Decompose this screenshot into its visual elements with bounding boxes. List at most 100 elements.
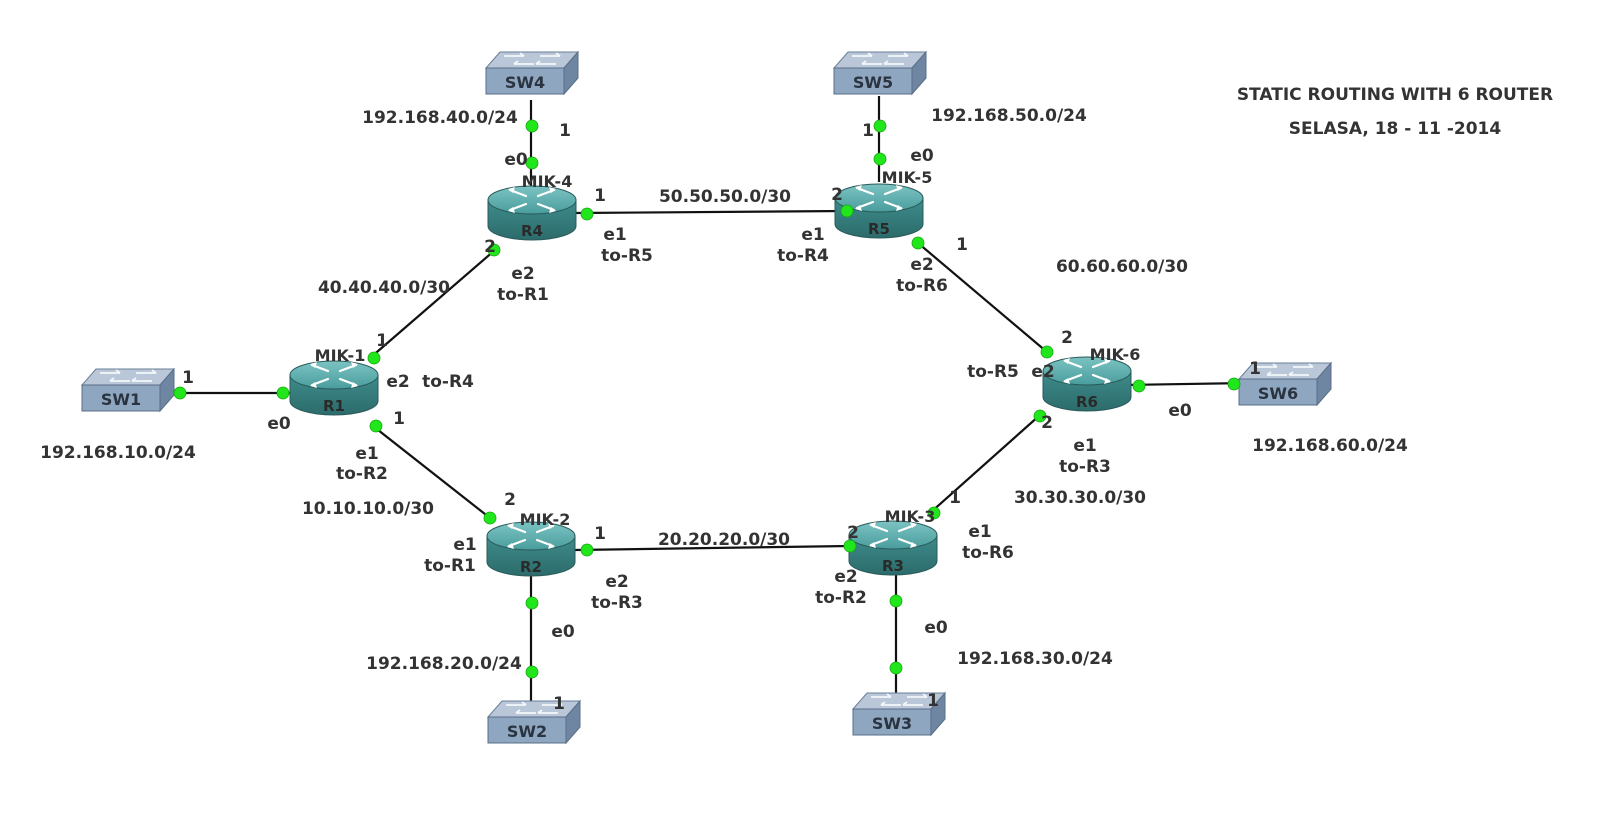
switch-sw4[interactable]: SW4 xyxy=(485,51,579,95)
switch-sw3[interactable]: SW3 xyxy=(852,692,946,736)
router-r3[interactable]: R3 xyxy=(847,519,939,577)
interface-name: e2 xyxy=(605,572,628,592)
port-dot[interactable] xyxy=(1040,345,1054,359)
link-r1-r4 xyxy=(369,249,496,359)
router-id-r1: R1 xyxy=(323,397,345,415)
interface-name: e1 xyxy=(453,535,476,555)
port-dot[interactable] xyxy=(911,236,925,250)
port-dot[interactable] xyxy=(580,543,594,557)
port-dots xyxy=(173,119,1241,679)
port-dot[interactable] xyxy=(580,207,594,221)
router-id-r3: R3 xyxy=(882,557,904,575)
switch-label-sw6: SW6 xyxy=(1258,384,1298,403)
diagram-title: STATIC ROUTING WITH 6 ROUTER SELASA, 18 … xyxy=(1237,85,1553,139)
router-r6[interactable]: R6 xyxy=(1041,355,1133,413)
interface-description: to-R6 xyxy=(962,543,1014,563)
interface-name: e0 xyxy=(910,146,934,166)
network-label-r1-r2: 10.10.10.0/30 xyxy=(302,499,434,519)
port-dot[interactable] xyxy=(873,119,887,133)
port-number: 1 xyxy=(1249,359,1261,379)
router-name-mik1: MIK-1 xyxy=(315,346,366,365)
port-number: 1 xyxy=(594,524,606,544)
port-dot[interactable] xyxy=(369,419,383,433)
interface-name: e1 xyxy=(1073,436,1096,456)
link-r2-r3 xyxy=(574,544,851,552)
router-id-r2: R2 xyxy=(520,558,542,576)
port-dot[interactable] xyxy=(843,539,857,553)
port-dot[interactable] xyxy=(889,594,903,608)
interface-name: e1 xyxy=(968,522,991,542)
port-dot[interactable] xyxy=(525,119,539,133)
switch-sw1[interactable]: SW1 xyxy=(81,368,175,412)
interface-name: e1 xyxy=(355,444,378,464)
port-number: 1 xyxy=(376,331,388,351)
router-name-mik3: MIK-3 xyxy=(885,507,936,526)
port-dot[interactable] xyxy=(367,351,381,365)
network-label-r1-r4: 40.40.40.0/30 xyxy=(318,278,450,298)
port-dot[interactable] xyxy=(487,243,501,257)
switch-label-sw3: SW3 xyxy=(872,714,912,733)
router-r1[interactable]: R1 xyxy=(288,359,380,417)
switch-sw6[interactable]: SW6 xyxy=(1238,362,1332,406)
port-dot[interactable] xyxy=(276,386,290,400)
interface-name: e1 xyxy=(603,225,626,245)
port-number: 1 xyxy=(182,368,194,388)
network-label-lan6: 192.168.60.0/24 xyxy=(1252,436,1408,456)
interface-description: to-R4 xyxy=(422,372,474,392)
link-r5-r6 xyxy=(917,242,1048,353)
port-dot[interactable] xyxy=(873,152,887,166)
port-number: 2 xyxy=(847,523,859,543)
interface-description: to-R6 xyxy=(896,276,948,296)
port-number: 2 xyxy=(1061,328,1073,348)
router-name-mik6: MIK-6 xyxy=(1090,345,1141,364)
network-label-r3-r6: 30.30.30.0/30 xyxy=(1014,488,1146,508)
interface-name: e0 xyxy=(924,618,948,638)
switch-label-sw2: SW2 xyxy=(507,722,547,741)
port-dot[interactable] xyxy=(840,204,854,218)
port-dot[interactable] xyxy=(525,596,539,610)
network-label-lan2: 192.168.20.0/24 xyxy=(366,654,522,674)
network-labels: 192.168.10.0/24 192.168.20.0/24 192.168.… xyxy=(40,106,1408,674)
router-r4[interactable]: R4 xyxy=(486,184,578,242)
port-labels: 1 e0 1 e2 to-R4 1 e1 to-R2 e0 1 1 e1 to-… xyxy=(182,121,1261,714)
router-id-r4: R4 xyxy=(521,222,543,240)
port-number: 1 xyxy=(862,121,874,141)
port-number: 1 xyxy=(559,121,571,141)
title-line2: SELASA, 18 - 11 -2014 xyxy=(1289,119,1502,139)
network-label-r4-r5: 50.50.50.0/30 xyxy=(659,187,791,207)
switch-sw5[interactable]: SW5 xyxy=(833,51,927,95)
link-r1-r2 xyxy=(372,425,491,519)
router-r5[interactable]: R5 xyxy=(833,182,925,240)
port-number: 2 xyxy=(831,185,843,205)
interface-description: to-R3 xyxy=(591,593,643,613)
network-label-r2-r3: 20.20.20.0/30 xyxy=(658,530,790,550)
switch-label-sw1: SW1 xyxy=(101,390,141,409)
port-dot[interactable] xyxy=(1227,377,1241,391)
port-number: 1 xyxy=(553,694,565,714)
switches: SW1 SW2 SW3 SW4 SW5 SW6 xyxy=(81,51,1332,744)
port-dot[interactable] xyxy=(525,156,539,170)
port-dot[interactable] xyxy=(927,506,941,520)
port-dot[interactable] xyxy=(889,661,903,675)
interface-description: to-R1 xyxy=(424,556,476,576)
interface-name: e2 xyxy=(386,372,409,392)
port-dot[interactable] xyxy=(483,511,497,525)
port-dot[interactable] xyxy=(1132,379,1146,393)
port-dot[interactable] xyxy=(1033,409,1047,423)
link-r6-r3 xyxy=(929,414,1041,514)
port-dot[interactable] xyxy=(173,386,187,400)
link-r4-r5 xyxy=(574,209,846,215)
port-number: 1 xyxy=(956,235,968,255)
port-number: 1 xyxy=(949,488,961,508)
interface-name: e0 xyxy=(551,622,575,642)
port-dot[interactable] xyxy=(525,665,539,679)
interface-name: e2 xyxy=(910,255,933,275)
router-r2[interactable]: R2 xyxy=(485,520,577,578)
port-number: 1 xyxy=(594,186,606,206)
network-label-r5-r6: 60.60.60.0/30 xyxy=(1056,257,1188,277)
interface-name: e1 xyxy=(801,225,824,245)
port-number: 2 xyxy=(1041,413,1053,433)
interface-description: to-R5 xyxy=(601,246,653,266)
switch-sw2[interactable]: SW2 xyxy=(487,700,581,744)
